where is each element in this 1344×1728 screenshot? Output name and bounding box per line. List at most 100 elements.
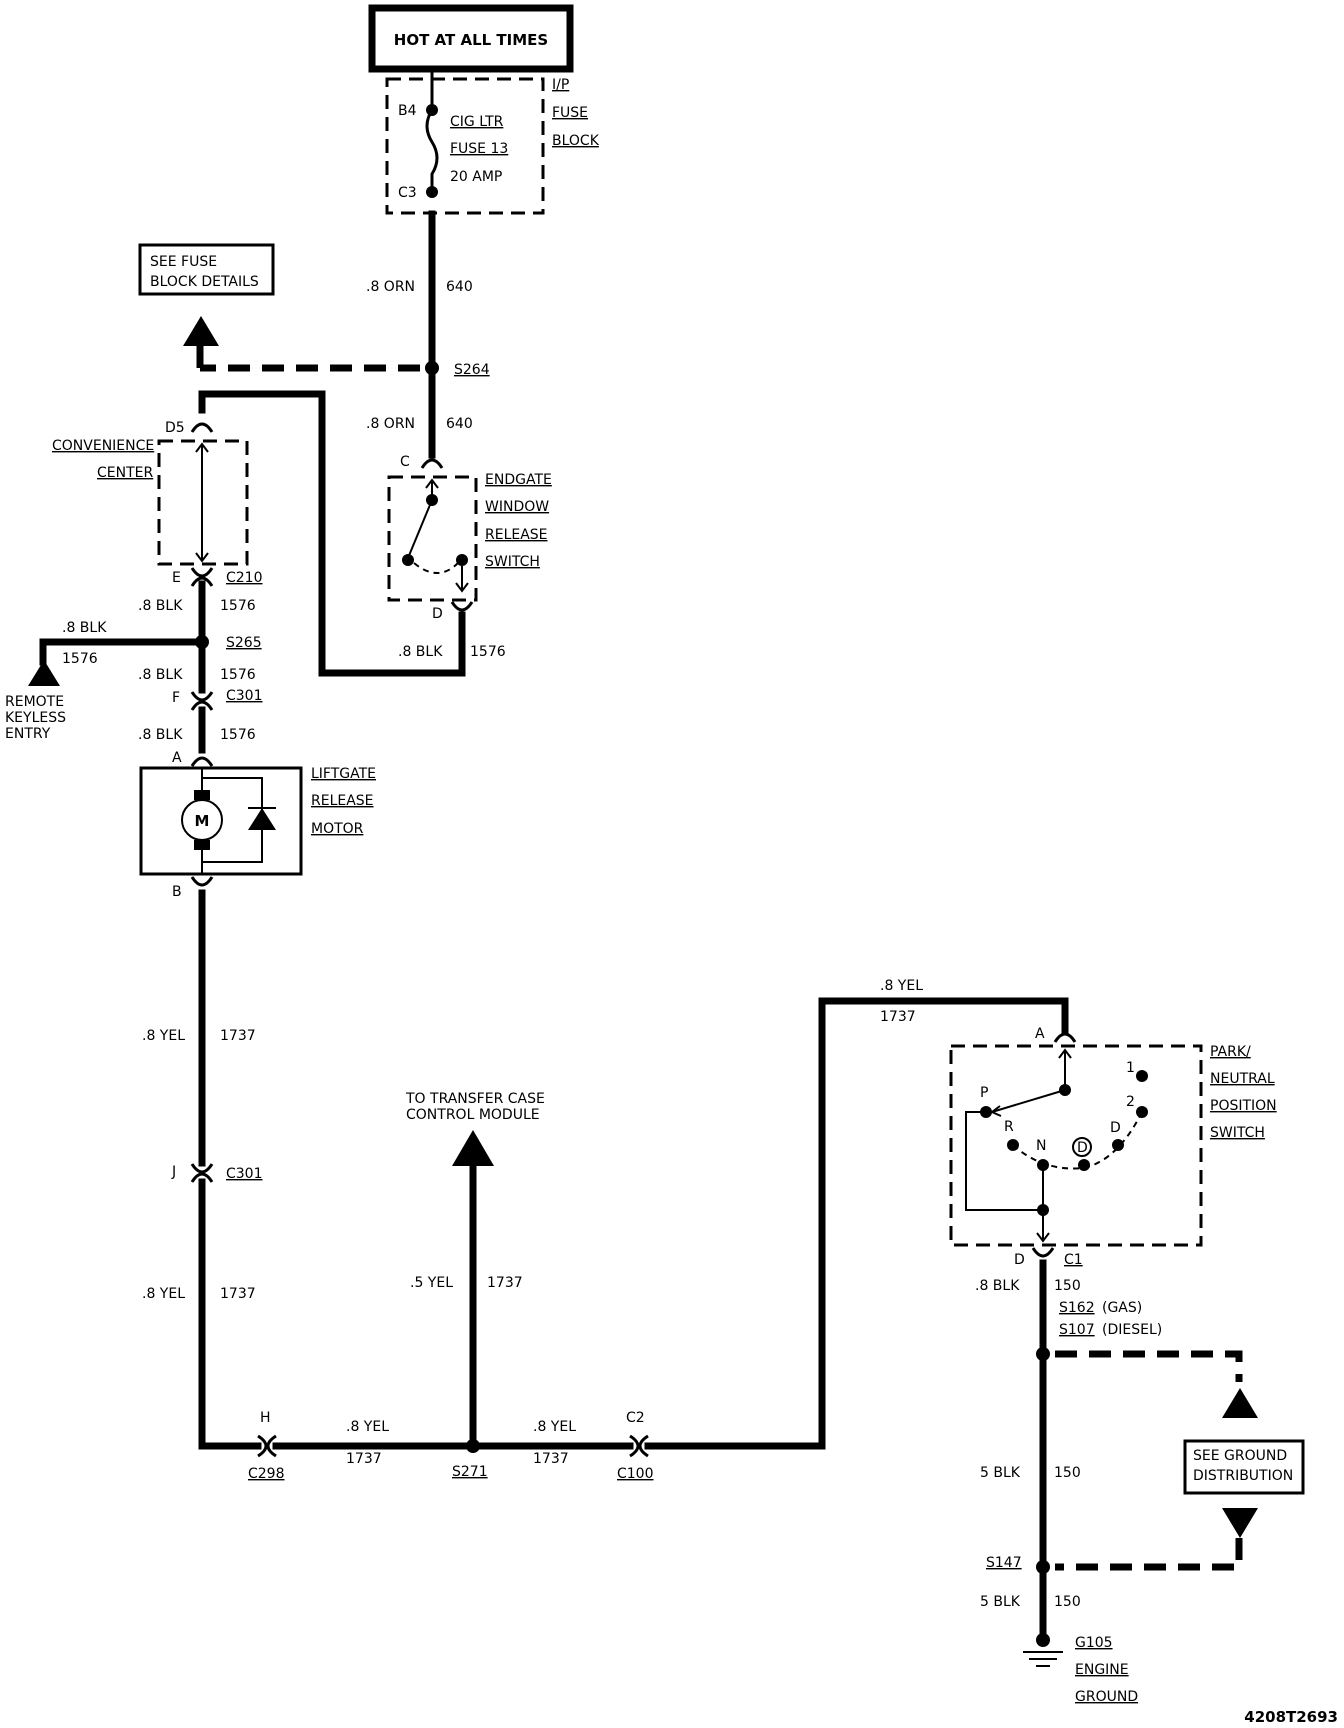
- wire-1737-b: [198, 1178, 262, 1450]
- wire-1576-b-circuit: 1576: [220, 667, 256, 683]
- wire-1576-loop-gauge: .8 BLK: [398, 644, 443, 660]
- wire-1737-d-gauge: .8 YEL: [533, 1419, 576, 1435]
- wire-1737-b-gauge: .8 YEL: [142, 1286, 185, 1302]
- wire-1737-transfer-gauge: .5 YEL: [410, 1275, 453, 1291]
- connector-motor-b: [190, 876, 214, 887]
- fuse-details-line-1: SEE FUSE: [150, 254, 217, 270]
- connector-c1: [1031, 1247, 1055, 1258]
- wire-1737-e-gauge: .8 YEL: [880, 978, 923, 994]
- wire-1576-a-gauge: .8 BLK: [138, 598, 183, 614]
- connector-pnp-d-label: D: [1014, 1252, 1025, 1268]
- ground-dist-box: [1183, 1439, 1305, 1495]
- wire-1737-c-gauge: .8 YEL: [346, 1419, 389, 1435]
- connector-c210-label: C210: [226, 570, 263, 586]
- connector-c2-label: C2: [626, 1410, 645, 1426]
- connector-c1-label: C1: [1064, 1252, 1083, 1268]
- connector-e-label: E: [172, 570, 181, 586]
- remote-keyless-arrow: [28, 660, 60, 686]
- splice-s162-note: (GAS): [1102, 1300, 1142, 1316]
- endgate-name-3: RELEASE: [485, 527, 548, 543]
- wire-640-lower-gauge: .8 ORN: [366, 416, 415, 432]
- pnp-contact-2: [1136, 1106, 1148, 1118]
- ground-dist-arrow-down: [1222, 1508, 1258, 1538]
- fuse-block-name-2: FUSE: [552, 105, 588, 121]
- connector-j-label: J: [171, 1164, 176, 1180]
- connector-c298-label: C298: [248, 1466, 285, 1482]
- connector-c301-lower: [190, 1163, 214, 1174]
- fuse-name-line-2: FUSE 13: [450, 141, 508, 157]
- connector-motor-b-label: B: [172, 884, 182, 900]
- wire-640-upper-circuit: 640: [446, 279, 473, 295]
- connector-pnp-a: [1053, 1032, 1077, 1043]
- wire-remote-keyless-circuit: 1576: [62, 651, 98, 667]
- splice-s265-label: S265: [226, 635, 262, 651]
- motor-name-2: RELEASE: [311, 793, 374, 809]
- figure-id: 4208T2693: [1244, 1708, 1338, 1726]
- wire-remote-keyless: [39, 638, 206, 666]
- transfer-case-arrow: [452, 1130, 494, 1166]
- transfer-case-line-2: CONTROL MODULE: [406, 1107, 540, 1123]
- wire-150-a-gauge: .8 BLK: [975, 1278, 1020, 1294]
- pnp-name-4: SWITCH: [1210, 1125, 1265, 1141]
- ground-name-1: G105: [1075, 1635, 1113, 1651]
- connector-motor-a: [190, 756, 214, 767]
- wire-ground-dist-bottom: [1055, 1538, 1243, 1571]
- wire-150-b-gauge: 5 BLK: [980, 1465, 1021, 1481]
- wire-1737-d-circuit: 1737: [533, 1451, 569, 1467]
- splice-s264-label: S264: [454, 362, 490, 378]
- wire-1576-a-circuit: 1576: [220, 598, 256, 614]
- wire-1737-b-circuit: 1737: [220, 1286, 256, 1302]
- wire-1737-a-circuit: 1737: [220, 1028, 256, 1044]
- splice-s107-note: (DIESEL): [1102, 1322, 1162, 1338]
- wire-ground-dist-top: [1055, 1350, 1243, 1382]
- endgate-switch-blade: [407, 499, 433, 559]
- wire-1576-b-gauge: .8 BLK: [138, 667, 183, 683]
- motor-symbol-letter: M: [195, 812, 210, 830]
- ground-dist-line-2: DISTRIBUTION: [1193, 1468, 1293, 1484]
- connector-c100-label: C100: [617, 1466, 654, 1482]
- fuse-pin-c3-label: C3: [398, 185, 417, 201]
- wire-150-c-circuit: 150: [1054, 1594, 1081, 1610]
- pnp-contact-d: [1112, 1139, 1124, 1151]
- power-title: HOT AT ALL TIMES: [394, 31, 548, 49]
- ground-name-3: GROUND: [1075, 1689, 1138, 1705]
- pnp-pos-p: P: [980, 1085, 988, 1101]
- motor-outline: [139, 766, 303, 876]
- convenience-name-2: CENTER: [97, 465, 153, 481]
- pnp-name-2: NEUTRAL: [1210, 1071, 1275, 1087]
- pnp-pos-drive: D: [1077, 1140, 1088, 1156]
- connector-pnp-a-label: A: [1035, 1026, 1045, 1042]
- ground-point: [1036, 1633, 1050, 1647]
- fuse-block-outline: [385, 77, 545, 215]
- pnp-contact-drive: [1078, 1159, 1090, 1171]
- connector-endgate-d: [450, 601, 474, 612]
- fuse-pin-b4: [426, 104, 438, 116]
- power-box: [368, 4, 574, 73]
- wire-1576-c-circuit: 1576: [220, 727, 256, 743]
- wire-1737-c-circuit: 1737: [346, 1451, 382, 1467]
- wire-remote-keyless-gauge: .8 BLK: [62, 620, 107, 636]
- pnp-pos-2: 2: [1126, 1094, 1135, 1110]
- transfer-case-line-1: TO TRANSFER CASE: [405, 1091, 545, 1107]
- fuse-block-name-1: I/P: [552, 77, 569, 93]
- endgate-name-1: ENDGATE: [485, 472, 552, 488]
- wire-1737-transfer-circuit: 1737: [487, 1275, 523, 1291]
- fuse-details-arrow: [183, 316, 219, 346]
- wire-1576-loop-circuit: 1576: [470, 644, 506, 660]
- convenience-name-1: CONVENIENCE: [52, 438, 154, 454]
- pnp-blade: [991, 1089, 1066, 1113]
- ground-name-2: ENGINE: [1075, 1662, 1129, 1678]
- connector-c301-upper-label: C301: [226, 688, 263, 704]
- wire-150-a-circuit: 150: [1054, 1278, 1081, 1294]
- connector-c298: [257, 1434, 268, 1458]
- splice-s162-label: S162: [1059, 1300, 1095, 1316]
- ground-dist-line-1: SEE GROUND: [1193, 1448, 1287, 1464]
- connector-f-label: F: [172, 690, 180, 706]
- fuse-details-line-2: BLOCK DETAILS: [150, 274, 259, 290]
- pnp-switch-outline: [949, 1044, 1203, 1247]
- fuse-details-box: [138, 243, 275, 296]
- connector-c301-lower-label: C301: [226, 1166, 263, 1182]
- endgate-switch-outline: [387, 475, 478, 602]
- ground-dist-arrow-up: [1222, 1388, 1258, 1418]
- motor-name-1: LIFTGATE: [311, 766, 376, 782]
